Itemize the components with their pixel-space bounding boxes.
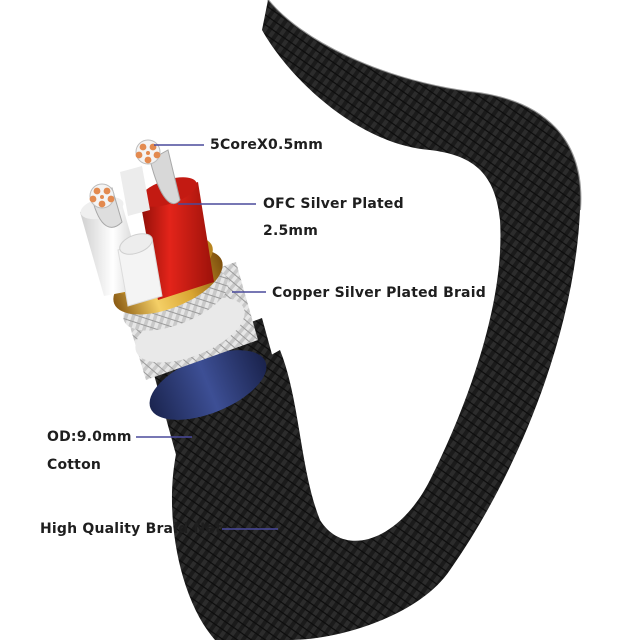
blue-cotton-ring [149, 350, 267, 420]
leader-lines [136, 144, 278, 530]
cable-cross-section [80, 139, 290, 462]
red-conductor [140, 182, 214, 300]
copper-core-left [89, 183, 123, 228]
braided-cable-loop [171, 0, 581, 640]
label-od-spec: OD:9.0mm [47, 429, 132, 445]
label-braid-net: High Quality Braid Net [40, 521, 223, 537]
label-braid-spec: Copper Silver Plated Braid [272, 285, 486, 301]
label-od-material: Cotton [47, 457, 102, 473]
label-ofc-spec: OFC Silver Plated [263, 196, 404, 212]
copper-core-top [135, 139, 161, 165]
label-ofc-size: 2.5mm [263, 223, 318, 239]
label-core-spec: 5CoreX0.5mm [210, 137, 324, 153]
